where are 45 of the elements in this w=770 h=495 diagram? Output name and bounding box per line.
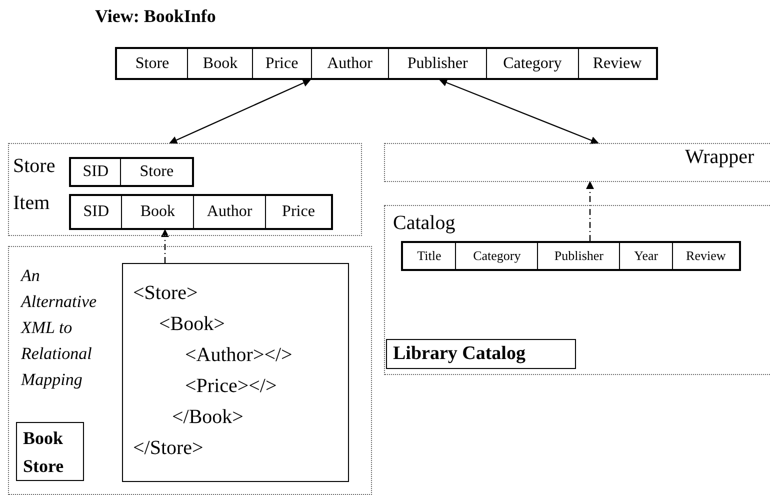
side-note: An Alternative XML to Relational Mapping: [21, 265, 98, 391]
dotted-panel: [8, 246, 372, 495]
table-cell-text: Review: [592, 54, 643, 74]
label-box: [386, 339, 576, 369]
table-row: [401, 241, 741, 271]
table-cell: Publisher: [388, 49, 488, 78]
table-cell: Store: [117, 49, 188, 78]
table-cell: SID: [71, 159, 122, 185]
arrow: [586, 181, 594, 241]
arrow: [439, 78, 599, 144]
panel-title: Wrapper: [685, 146, 754, 169]
code-line: <Author></>: [185, 344, 292, 367]
table-cell: Author: [194, 196, 266, 228]
table-cell: Book: [188, 49, 253, 78]
dotted-panel: [384, 205, 770, 375]
table-cell: Category: [487, 49, 579, 78]
table-cell-text: Store: [138, 162, 175, 182]
table-cell: Year: [620, 243, 673, 269]
table-cell: Publisher: [538, 243, 620, 269]
code-box: [122, 263, 349, 482]
table-cell: Price: [252, 49, 312, 78]
table-name: Store: [13, 155, 56, 178]
table-cell: SID: [71, 196, 122, 228]
dotted-panel: [384, 143, 770, 182]
table-cell: Book: [122, 196, 194, 228]
label-box: [16, 422, 84, 481]
code-line: </Store>: [133, 437, 204, 460]
code-line: <Price></>: [185, 375, 277, 398]
table-row: [115, 47, 658, 80]
code-line: <Book>: [159, 313, 225, 336]
panel-title: Catalog: [393, 212, 456, 235]
box-label: Library Catalog: [393, 342, 526, 366]
table-cell-text: Review: [685, 247, 727, 265]
diagram-title: View: BookInfo: [95, 6, 216, 27]
table-cell-text: Price: [281, 202, 316, 222]
arrow: [161, 229, 169, 263]
table-name: Item: [13, 192, 50, 215]
code-line: </Book>: [172, 406, 244, 429]
table-cell: Category: [456, 243, 538, 269]
code-line: <Store>: [133, 282, 198, 305]
dotted-panel: [8, 143, 362, 236]
box-label: Book Store: [23, 426, 65, 478]
arrow: [169, 79, 311, 144]
table-cell: Title: [403, 243, 456, 269]
table-cell: Author: [312, 49, 389, 78]
